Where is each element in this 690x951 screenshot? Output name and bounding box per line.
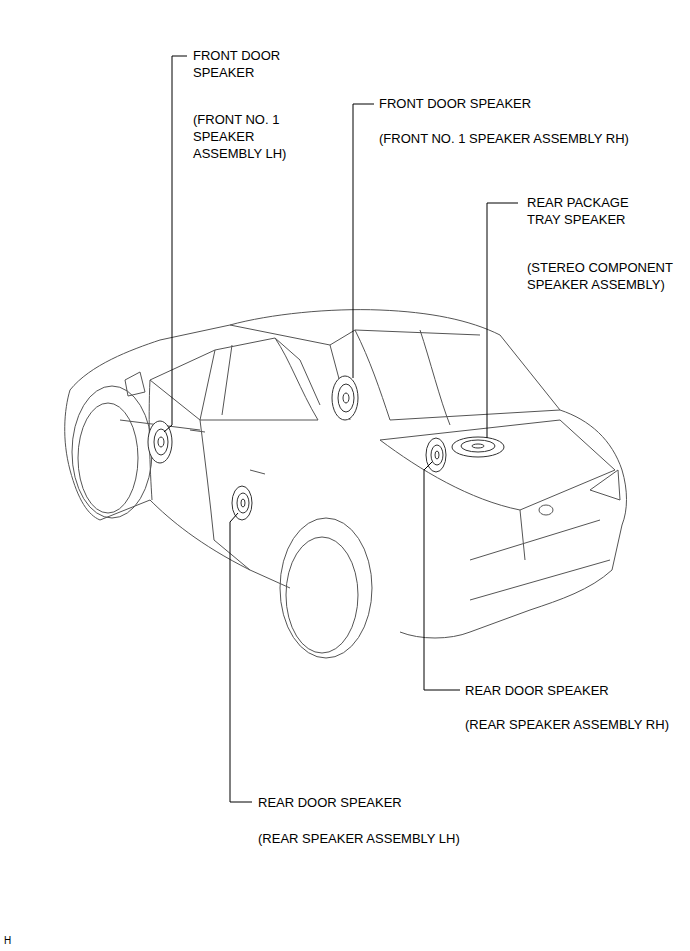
rear-speaker-lh [232,486,252,520]
doors [120,380,318,570]
side-windows [150,338,320,420]
figure-code: H [4,935,24,947]
front-speaker-rh [332,376,358,420]
package-tray-speaker [452,437,504,457]
emblem [539,505,553,515]
rear-speaker-rh [426,438,446,472]
mirror [125,372,145,396]
leader-line [230,513,252,802]
part-name: REAR DOOR SPEAKER [258,794,478,811]
front-speaker-lh [148,421,172,463]
rear-wheel [286,537,358,653]
trunk-lid [380,420,615,600]
leader-line [487,203,518,438]
part-description: (FRONT NO. 1 SPEAKER ASSEMBLY LH) [193,111,293,162]
door-handle [190,430,265,474]
car-body [65,310,627,638]
part-description: (STEREO COMPONENT SPEAKER ASSEMBLY) [527,259,685,293]
part-name: REAR PACKAGE TRAY SPEAKER [527,194,645,228]
part-name: REAR DOOR SPEAKER [465,682,685,699]
rear-wheel-arch [280,518,372,658]
part-name: FRONT DOOR SPEAKER [379,95,599,112]
leader-line [164,56,187,432]
cabin-cutaway [230,325,560,425]
front-wheel [78,403,138,513]
part-name: FRONT DOOR SPEAKER [193,47,293,81]
part-description: (FRONT NO. 1 SPEAKER ASSEMBLY RH) [379,130,679,147]
tail-lamp [590,470,620,500]
leader-line [353,104,374,378]
part-description: (REAR SPEAKER ASSEMBLY LH) [258,830,518,847]
leader-line [424,462,460,690]
part-description: (REAR SPEAKER ASSEMBLY RH) [465,716,685,733]
front-wheel-arch [72,386,152,518]
